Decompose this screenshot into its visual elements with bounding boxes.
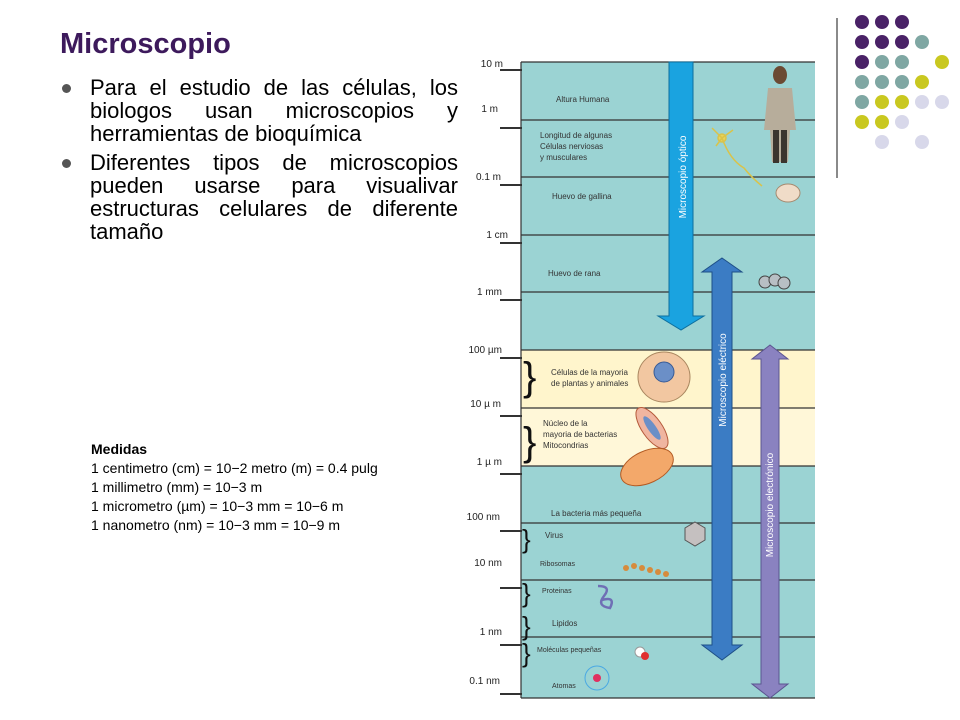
item-label: La bacteria más pequeña — [551, 509, 642, 518]
brace-icon: } — [523, 355, 536, 399]
measure-line: 1 micrometro (µm) = 10−3 mm = 10−6 m — [91, 498, 344, 514]
item-label: Virus — [545, 531, 563, 540]
item-label: Huevo de gallina — [552, 192, 612, 201]
tick-label: 1 µ m — [477, 457, 502, 468]
tick-label: 100 µm — [468, 345, 502, 356]
decorative-divider — [836, 18, 838, 178]
measures-title: Medidas — [91, 441, 148, 457]
tick-label: 10 nm — [474, 558, 502, 569]
mitochondrion-icon — [620, 447, 674, 487]
tick-label: 100 nm — [467, 512, 500, 523]
tick-label: 1 nm — [480, 627, 502, 638]
range-braces: } } — [523, 355, 536, 464]
chicken-egg-icon — [775, 183, 801, 203]
tick-label: 10 m — [481, 59, 503, 70]
brace-icon: } — [522, 638, 531, 668]
frog-eggs-icon — [758, 273, 791, 290]
electric-microscope-arrow: Microscopio eléctrico — [700, 257, 744, 661]
electric-microscope-label: Microscopio eléctrico — [718, 333, 729, 427]
scale-tick-marks — [500, 69, 522, 695]
bullet-text: Para el estudio de las células, los biol… — [90, 75, 458, 146]
small-molecule-icon — [634, 646, 649, 660]
item-label: Núcleo de la — [543, 419, 588, 428]
item-label: Altura Humana — [556, 95, 610, 104]
optical-microscope-arrow: Microscopio óptico — [656, 61, 706, 331]
tick-label: 1 m — [481, 104, 498, 115]
brace-icon: } — [522, 524, 531, 554]
item-label: Ribosomas — [540, 561, 576, 568]
bullet-item: Para el estudio de las células, los biol… — [60, 76, 458, 145]
measure-line: 1 nanometro (nm) = 10−3 mm = 10−9 m — [91, 517, 341, 533]
animal-cell-icon — [637, 351, 691, 403]
decorative-dots — [855, 15, 949, 149]
optical-microscope-label: Microscopio óptico — [678, 135, 689, 218]
brace-icon: } — [522, 578, 531, 608]
item-label: Proteinas — [542, 588, 572, 595]
measure-line: 1 millimetro (mm) = 10−3 m — [91, 479, 263, 495]
bullet-dot-icon — [62, 159, 71, 168]
item-label: y musculares — [540, 153, 587, 162]
item-label: Mitocondrias — [543, 441, 588, 450]
tick-label: 0.1 m — [476, 172, 501, 183]
item-label: Atomas — [552, 683, 576, 690]
item-label: Células nerviosas — [540, 142, 603, 151]
atom-icon — [584, 665, 610, 691]
bullet-dot-icon — [62, 84, 71, 93]
protein-icon — [597, 584, 613, 610]
bullet-text: Diferentes tipos de microscopios pueden … — [90, 150, 458, 244]
item-label: Lipidos — [552, 619, 577, 628]
electronic-microscope-arrow: Microscopio electrónico — [750, 344, 790, 699]
bacterium-icon — [635, 407, 669, 449]
bullet-item: Diferentes tipos de microscopios pueden … — [60, 151, 458, 243]
measures-box: Medidas 1 centimetro (cm) = 10−2 metro (… — [91, 440, 378, 535]
electronic-microscope-label: Microscopio electrónico — [765, 452, 776, 557]
item-label: de plantas y animales — [551, 379, 628, 388]
nerve-cell-icon — [711, 127, 763, 187]
slide-title: Microscopio — [60, 28, 231, 60]
tick-label: 10 µ m — [470, 399, 501, 410]
measure-line: 1 centimetro (cm) = 10−2 metro (m) = 0.4… — [91, 460, 378, 476]
brace-icon: } — [522, 611, 531, 641]
tick-label: 0.1 nm — [469, 676, 500, 687]
tick-label: 1 cm — [486, 230, 508, 241]
ribosomes-icon — [623, 563, 669, 577]
item-label: Células de la mayoria — [551, 368, 628, 377]
virus-icon — [684, 521, 706, 547]
item-label: Longitud de algunas — [540, 131, 612, 140]
brace-icon: } — [523, 420, 536, 464]
tick-label: 1 mm — [477, 287, 502, 298]
item-label: Moléculas pequeñas — [537, 647, 602, 654]
bullet-list: Para el estudio de las células, los biol… — [60, 76, 458, 249]
item-label: mayoria de bacterias — [543, 430, 617, 439]
human-figure-icon — [764, 66, 796, 163]
item-label: Huevo de rana — [548, 269, 601, 278]
